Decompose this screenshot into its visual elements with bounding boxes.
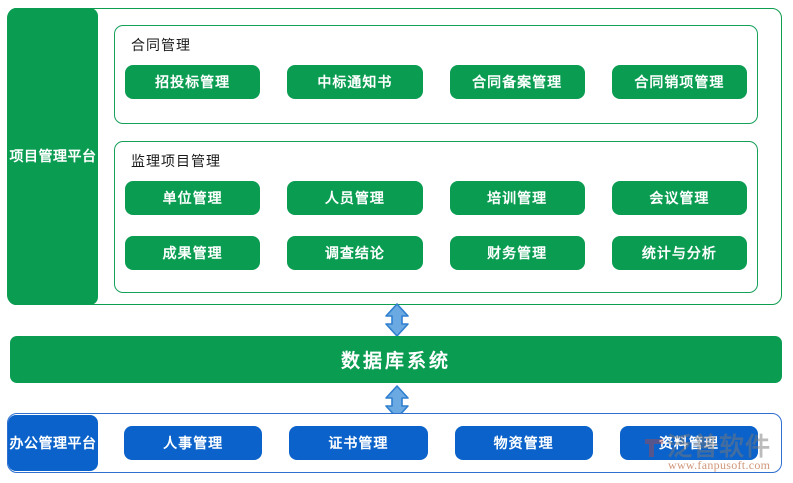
- office-platform-sidebar-label: 办公管理平台: [8, 415, 98, 471]
- supervision-button-row-1: 单位管理 人员管理 培训管理 会议管理: [125, 181, 747, 215]
- button-unit-management[interactable]: 单位管理: [125, 181, 261, 215]
- button-bidding-management[interactable]: 招投标管理: [125, 65, 261, 99]
- button-bid-winning-notice[interactable]: 中标通知书: [287, 65, 423, 99]
- supervision-button-row-2: 成果管理 调查结论 财务管理 统计与分析: [125, 236, 747, 270]
- button-contract-filing-management[interactable]: 合同备案管理: [449, 65, 585, 99]
- contract-management-title: 合同管理: [131, 37, 191, 53]
- contract-management-card: 合同管理 招投标管理 中标通知书 合同备案管理 合同销项管理: [114, 25, 758, 124]
- supervision-project-card: 监理项目管理 单位管理 人员管理 培训管理 会议管理 成果管理 调查结论 财务管…: [114, 141, 758, 293]
- button-statistics-and-analysis[interactable]: 统计与分析: [611, 236, 747, 270]
- button-document-management[interactable]: 资料管理: [619, 426, 758, 460]
- button-hr-management[interactable]: 人事管理: [124, 426, 263, 460]
- office-platform-button-row: 人事管理 证书管理 物资管理 资料管理: [124, 426, 758, 460]
- project-platform-sidebar-label: 项目管理平台: [8, 8, 98, 305]
- button-meeting-management[interactable]: 会议管理: [611, 181, 747, 215]
- double-headed-arrow-icon-top: [382, 303, 412, 337]
- button-material-management[interactable]: 物资管理: [454, 426, 593, 460]
- button-survey-conclusion[interactable]: 调查结论: [287, 236, 423, 270]
- button-personnel-management[interactable]: 人员管理: [287, 181, 423, 215]
- button-training-management[interactable]: 培训管理: [449, 181, 585, 215]
- contract-management-button-row: 招投标管理 中标通知书 合同备案管理 合同销项管理: [125, 65, 747, 99]
- button-contract-output-management[interactable]: 合同销项管理: [611, 65, 747, 99]
- button-achievement-management[interactable]: 成果管理: [125, 236, 261, 270]
- supervision-project-title: 监理项目管理: [131, 153, 221, 169]
- button-certificate-management[interactable]: 证书管理: [289, 426, 428, 460]
- database-system-bar: 数据库系统: [10, 336, 782, 383]
- button-finance-management[interactable]: 财务管理: [449, 236, 585, 270]
